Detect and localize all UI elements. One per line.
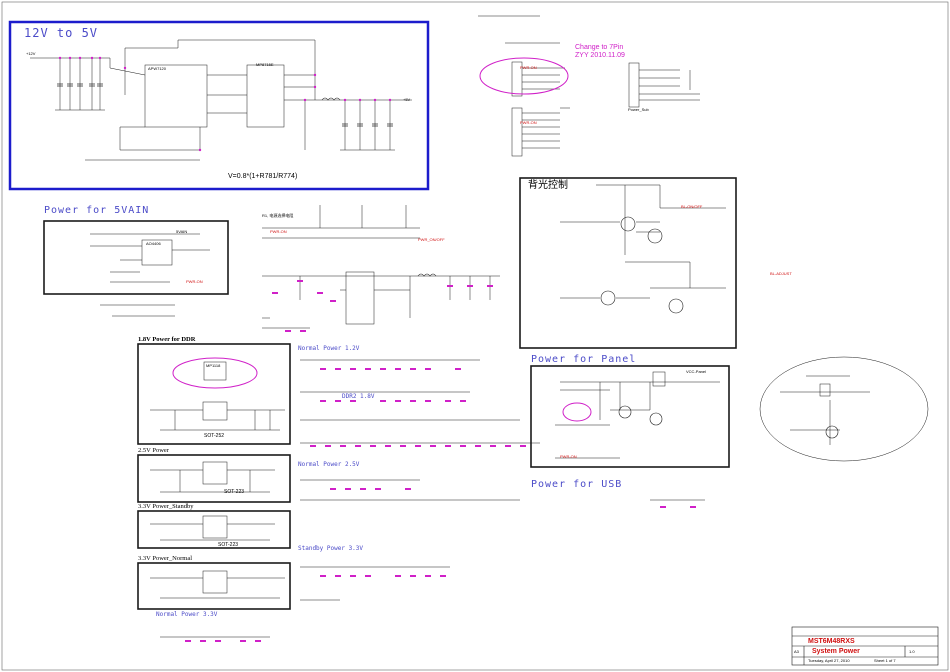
- title-project: MST6M48RXS: [808, 638, 855, 645]
- net-pwr-on-c: PWR-ON: [186, 279, 203, 284]
- title-sheet: Sheet 1 of 7: [874, 658, 896, 663]
- title-document: System Power: [812, 648, 860, 655]
- 33v-normal-frame: [137, 562, 291, 610]
- ddr-package: SOT-252: [204, 433, 225, 439]
- panel-frame: [530, 365, 730, 468]
- 5vain-ic: AO4406: [146, 241, 161, 246]
- net-pwr-on-e: PWR-ON: [560, 454, 577, 459]
- net-pwr-on-a: PWR-ON: [520, 65, 537, 70]
- usb-title: Power for USB: [531, 479, 623, 490]
- title-rev: 1.0: [909, 649, 915, 654]
- net-pwr-on-b: PWR-ON: [520, 120, 537, 125]
- 33v-normal-title: 3.3V Power_Normal: [138, 555, 193, 562]
- converter-formula: V=0.8*(1+R781/R774): [228, 173, 298, 180]
- net-bl-adjust: BL-ADJUST: [770, 271, 792, 276]
- change-note-ellipse: [479, 57, 569, 95]
- 25v-package: SOT-223: [224, 489, 245, 495]
- normal-25v-title: Normal Power 2.5V: [298, 461, 360, 468]
- net-vcc-panel: VCC-Panel: [686, 369, 707, 374]
- 5vain-title: Power for 5VAIN: [44, 205, 150, 216]
- net-bl-onoff: BL-ON/OFF: [681, 204, 703, 209]
- net-pwr-on-d: PWR-ON: [270, 229, 287, 234]
- change-note-line1: Change to 7Pin: [575, 44, 624, 51]
- 25v-title: 2.5V Power: [138, 447, 169, 454]
- panel-title: Power for Panel: [531, 354, 637, 365]
- 33v-standby-package: SOT-223: [218, 542, 239, 548]
- title-date: Tuesday, April 27, 2010: [808, 658, 850, 663]
- 33v-standby-frame: [137, 510, 291, 549]
- 5vain-frame: [43, 220, 229, 295]
- connector-label: Power_Sub: [628, 107, 649, 112]
- converter-frame: [8, 20, 430, 191]
- tuner-circle: [759, 356, 929, 462]
- ddr2-title: DDR2 1.8V: [342, 393, 375, 400]
- net-12v-in: +12V: [26, 51, 36, 56]
- change-note-line2: ZYY 2010.11.09: [575, 52, 625, 59]
- cap-bank-marks: [185, 368, 696, 642]
- net-5vain: 5VAIN: [176, 229, 188, 234]
- net-pwr-onoff: PWR_ON/OFF: [418, 237, 445, 242]
- ddr-title: 1.8V Power for DDR: [138, 336, 196, 343]
- converter-ic2-label: MP8715E: [256, 62, 274, 67]
- 33v-standby-title: 3.3V Power_Standby: [138, 503, 194, 510]
- converter-ic1-label: APW7120: [148, 66, 167, 71]
- title-size: A3: [794, 649, 799, 654]
- normal-12v-title: Normal Power 1.2V: [298, 345, 360, 352]
- net-5v-out: +5V: [403, 97, 411, 102]
- ddr-frame: [137, 343, 291, 445]
- ddr-ic: MP1118: [206, 363, 221, 368]
- backlight-frame: [519, 177, 737, 349]
- converter-title: 12V to 5V: [24, 26, 99, 40]
- cn-note: R1, 电源选择电阻: [262, 213, 294, 218]
- title-block-lines: [791, 626, 939, 666]
- 25v-frame: [137, 454, 291, 503]
- standby-33v-title: Standby Power 3.3V: [298, 545, 364, 552]
- backlight-title: 背光控制: [528, 180, 568, 191]
- normal-33v-bottom-title: Normal Power 3.3V: [156, 611, 218, 618]
